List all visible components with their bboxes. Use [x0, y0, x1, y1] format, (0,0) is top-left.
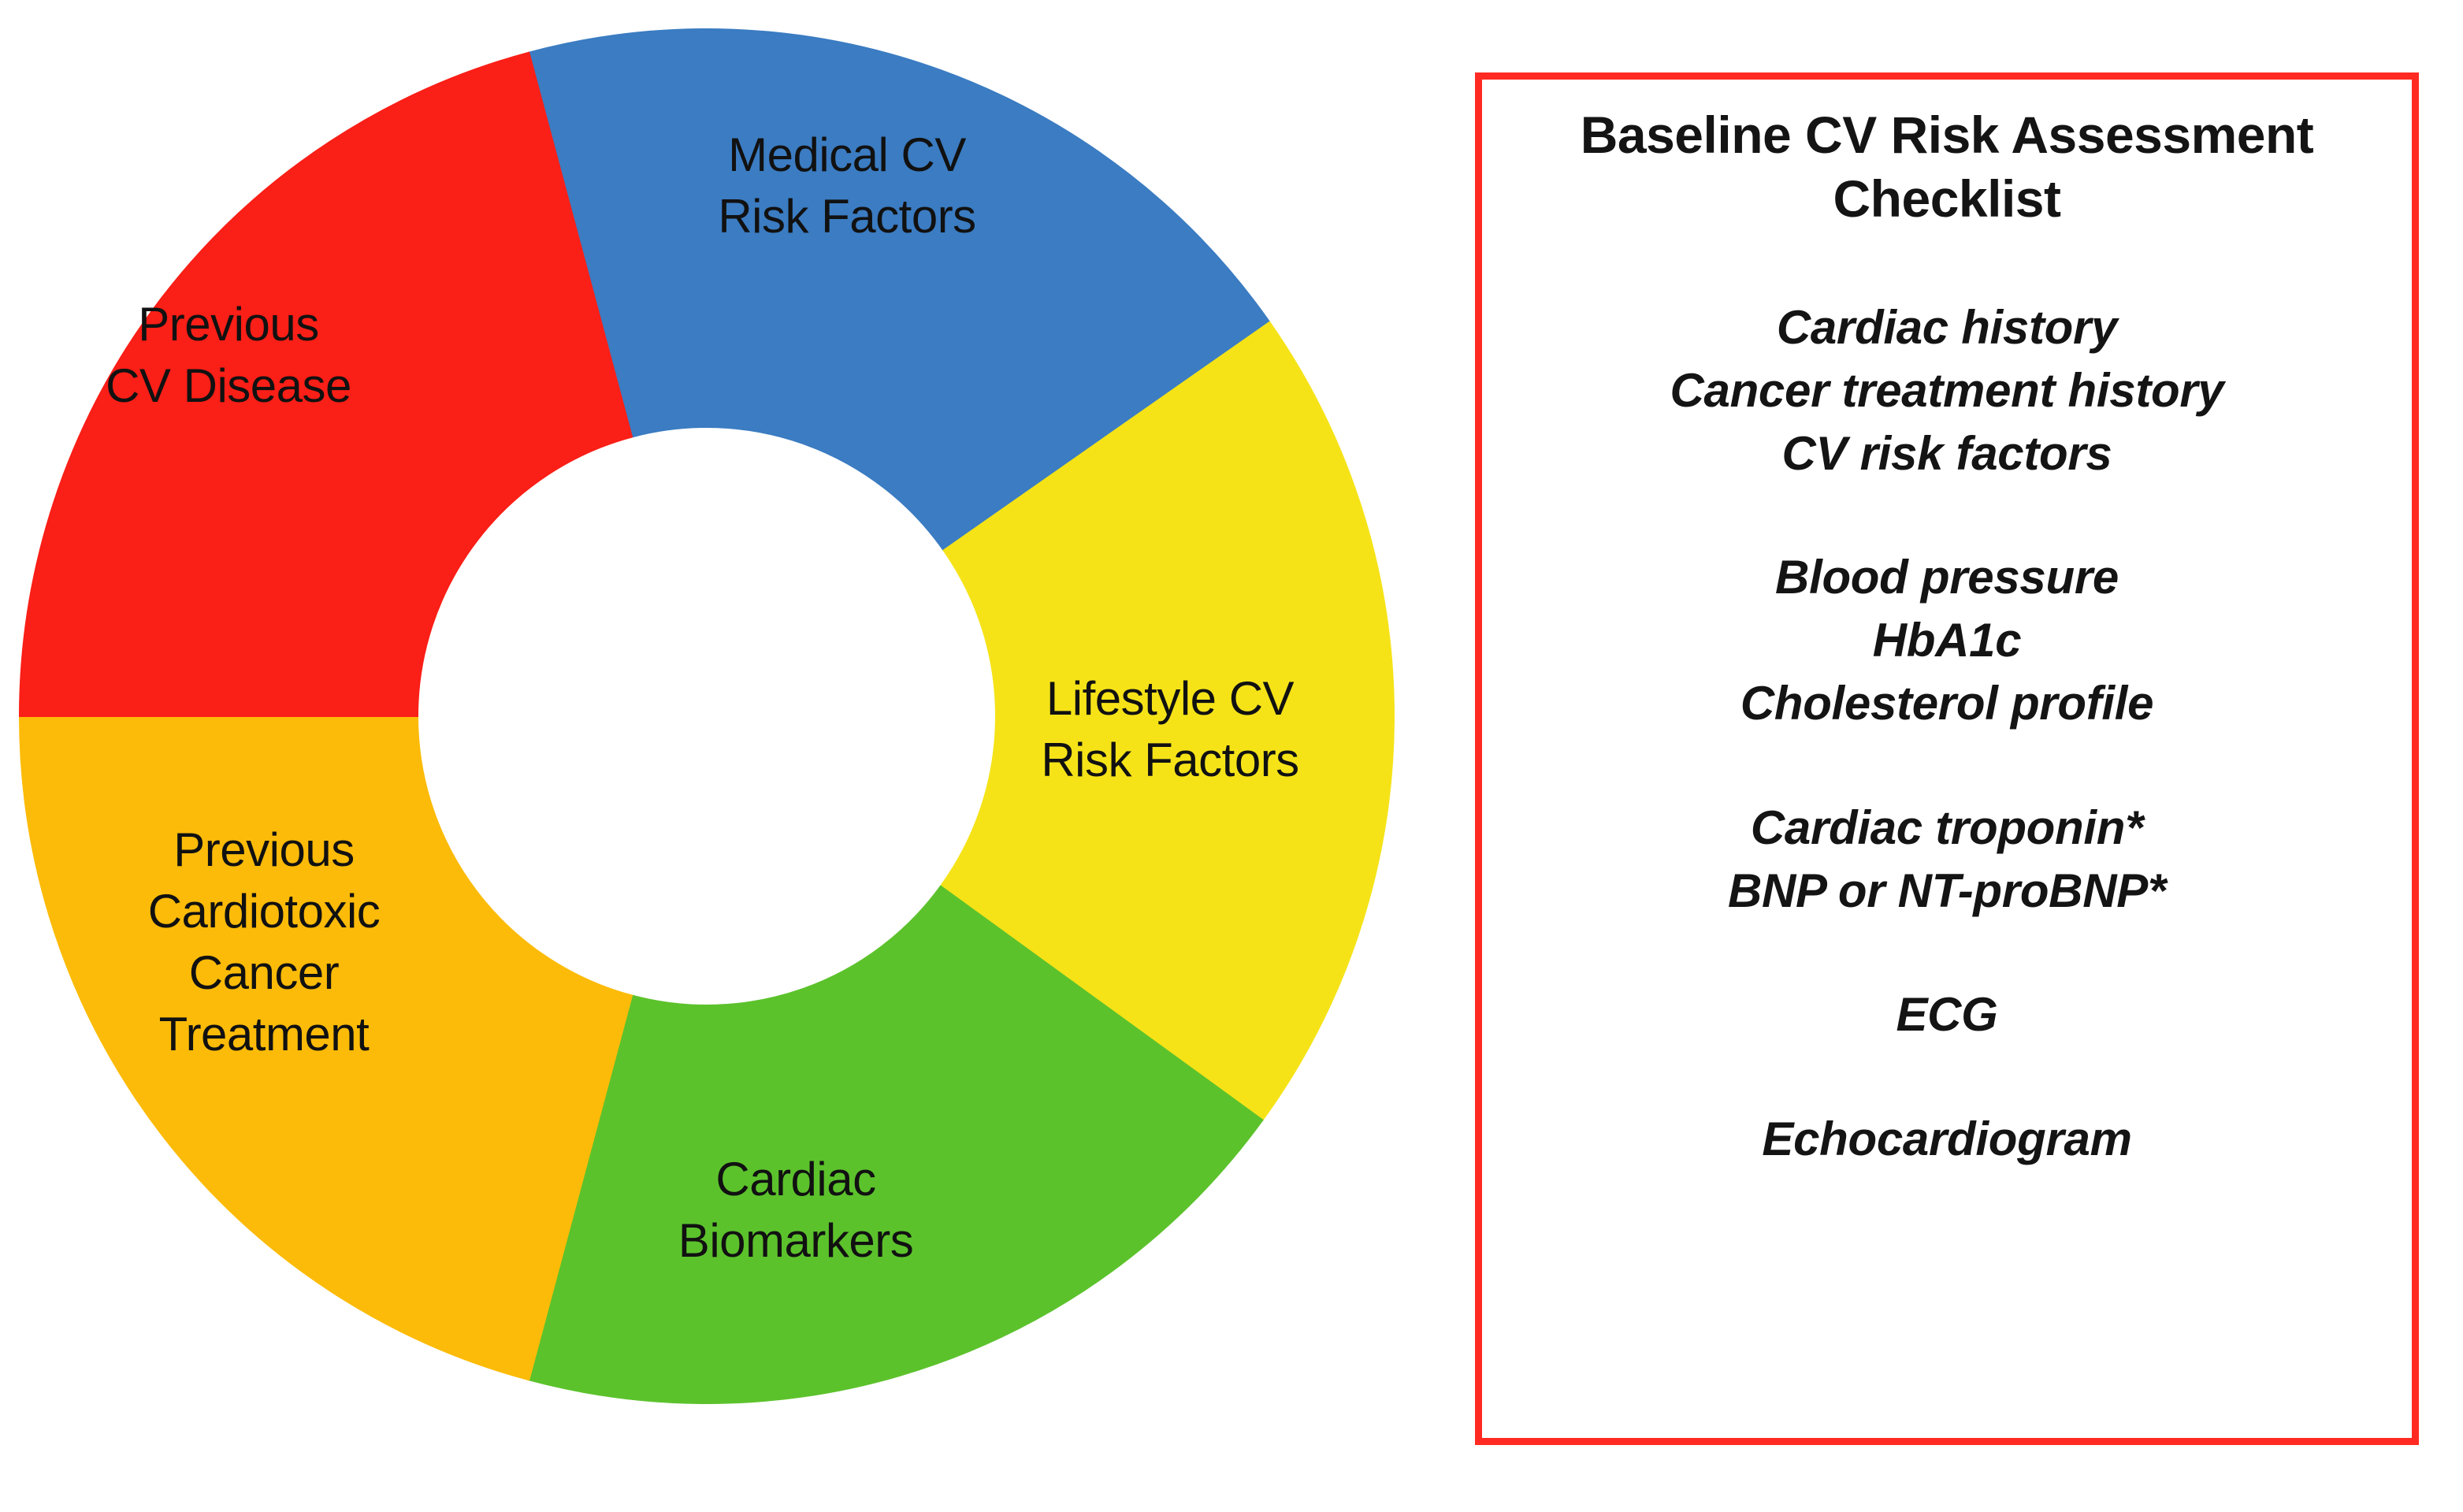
checklist-item[interactable]: CV risk factors	[1781, 426, 2112, 480]
checklist-item[interactable]: ECG	[1896, 988, 1998, 1042]
checklist-item[interactable]: HbA1c	[1872, 614, 2022, 667]
checklist-item[interactable]: BNP or NT-proBNP*	[1727, 864, 2167, 917]
checklist-item[interactable]: Cardiac history	[1776, 301, 2118, 355]
checklist-title-line-2: Checklist	[1833, 169, 2061, 228]
donut-slice-previous-cv-disease[interactable]	[18, 51, 633, 717]
checklist-group-imaging-group: Echocardiogram	[1482, 1108, 2412, 1171]
checklist-item[interactable]: Cancer treatment history	[1670, 363, 2224, 417]
checklist-item[interactable]: Cardiac troponin*	[1750, 801, 2144, 854]
checklist-group-biomarkers-group: Cardiac troponin* BNP or NT-proBNP*	[1482, 797, 2412, 923]
donut-slice-cardiac-biomarkers[interactable]	[528, 885, 1264, 1404]
checklist-item[interactable]: Cholesterol profile	[1740, 677, 2154, 730]
donut-slice-lifestyle-cv-risk-factors[interactable]	[939, 321, 1395, 1121]
donut-slice-medical-cv-risk-factors[interactable]	[528, 28, 1271, 552]
checklist-item[interactable]: Blood pressure	[1775, 551, 2119, 604]
checklist-title-line-1: Baseline CV Risk Assessment	[1580, 106, 2314, 164]
donut-slice-previous-cardiotoxic-cancer-treatment[interactable]	[18, 715, 633, 1381]
checklist-item[interactable]: Echocardiogram	[1762, 1113, 2132, 1166]
checklist-group-ecg-group: ECG	[1482, 983, 2412, 1046]
